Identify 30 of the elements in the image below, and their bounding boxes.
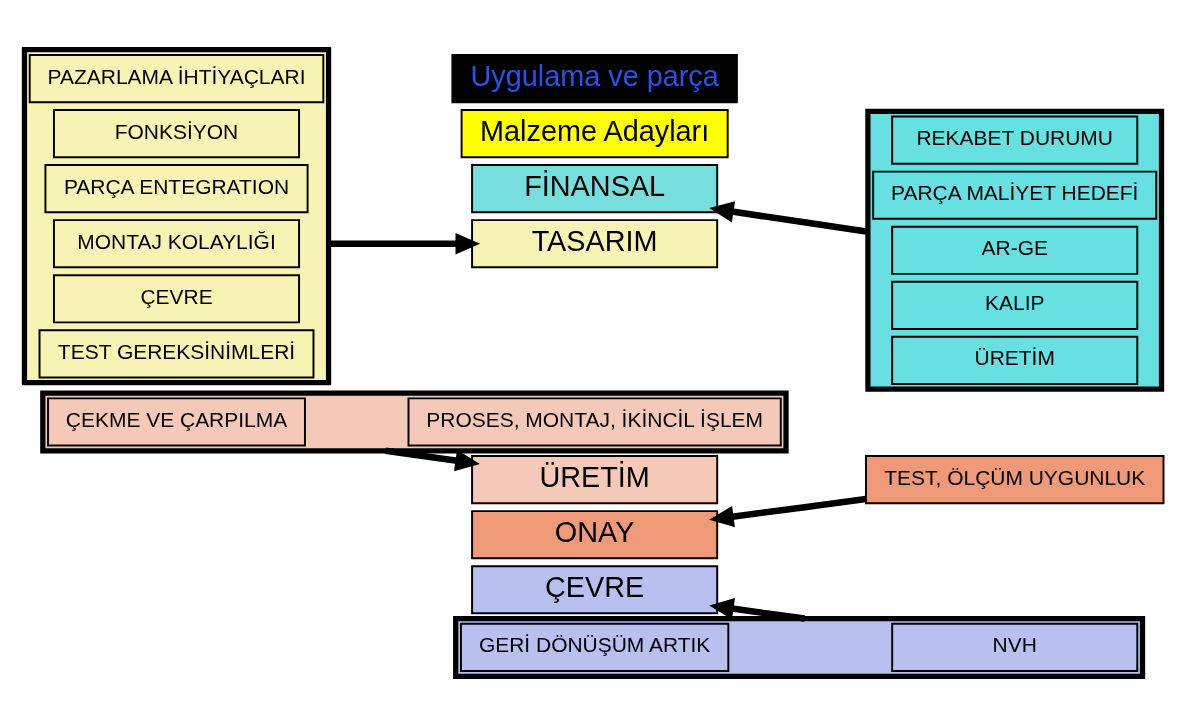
node-box: REKABET DURUMU bbox=[891, 115, 1139, 165]
arrow bbox=[328, 232, 481, 255]
node-box: FİNANSAL bbox=[471, 164, 719, 214]
node-box: TEST GEREKSİNİMLERİ bbox=[38, 329, 315, 379]
cluster bbox=[40, 390, 789, 454]
node-box: PARÇA ENTEGRATION bbox=[44, 164, 309, 214]
node-box: ONAY bbox=[471, 510, 719, 560]
node-box: Malzeme Adayları bbox=[460, 109, 729, 159]
cluster bbox=[21, 47, 332, 386]
node-box: ÇEVRE bbox=[52, 274, 301, 324]
node-box: KALIP bbox=[891, 280, 1139, 330]
arrow bbox=[709, 201, 869, 235]
node-box: ÇEVRE bbox=[471, 565, 719, 615]
node-box: ÇEKME VE ÇARPILMA bbox=[47, 397, 306, 447]
node-box: PARÇA MALİYET HEDEFİ bbox=[872, 170, 1158, 220]
node-box: ÜRETİM bbox=[891, 335, 1139, 385]
node-box: TASARIM bbox=[471, 219, 719, 269]
arrow bbox=[709, 495, 867, 528]
node-box: AR-GE bbox=[891, 225, 1139, 275]
node-box: NVH bbox=[891, 622, 1139, 672]
node-box: Uygulama ve parça bbox=[451, 54, 738, 104]
node-box: TEST, ÖLÇÜM UYGUNLUK bbox=[865, 455, 1165, 505]
node-box: PROSES, MONTAJ, İKİNCİL İŞLEM bbox=[407, 397, 782, 447]
cluster bbox=[453, 616, 1146, 679]
node-box: MONTAJ KOLAYLIĞI bbox=[52, 219, 301, 269]
node-box: ÜRETİM bbox=[471, 455, 719, 505]
cluster bbox=[865, 108, 1165, 392]
node-box: GERİ DÖNÜŞÜM ARTIK bbox=[459, 622, 730, 672]
node-box: PAZARLAMA İHTİYAÇLARI bbox=[28, 54, 325, 104]
node-box: FONKSİYON bbox=[52, 109, 301, 159]
